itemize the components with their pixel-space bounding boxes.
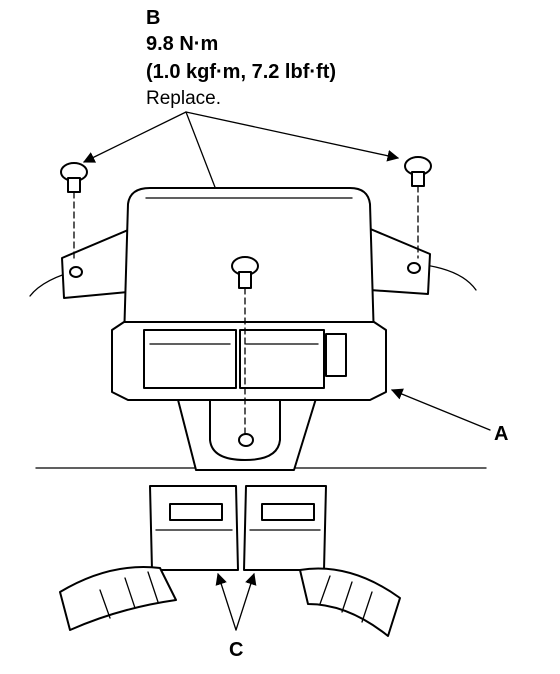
bracket-left-hole [69, 266, 83, 278]
callout-b-note: Replace. [146, 88, 221, 109]
connector-socket-left [143, 329, 237, 389]
bolt-icon [404, 156, 432, 259]
callout-b-letter: B [146, 7, 160, 29]
harness-connector-right [243, 485, 401, 637]
callout-c-letter: C [229, 639, 243, 661]
connector-socket-small [325, 333, 347, 377]
bottom-tab [175, 391, 319, 471]
bolt-icon [231, 256, 259, 435]
bracket-right-hole [407, 262, 421, 274]
connector-socket-right [239, 329, 325, 389]
callout-a-letter: A [494, 423, 508, 445]
bottom-tab-hole [238, 433, 254, 447]
callout-a-leader [390, 388, 491, 431]
callout-c-leader-left [215, 572, 237, 631]
callout-c-leader-right [235, 572, 257, 631]
bottom-tab-recess [209, 387, 281, 461]
bracket-left [61, 229, 129, 299]
callout-b-torque: 9.8 N·m [146, 33, 218, 55]
bolt-icon [60, 162, 88, 263]
harness-connector-left [59, 485, 239, 631]
callout-b-torque-alt: (1.0 kgf·m, 7.2 lbf·ft) [146, 61, 336, 83]
srs-unit [61, 187, 431, 471]
bracket-right [367, 227, 431, 295]
